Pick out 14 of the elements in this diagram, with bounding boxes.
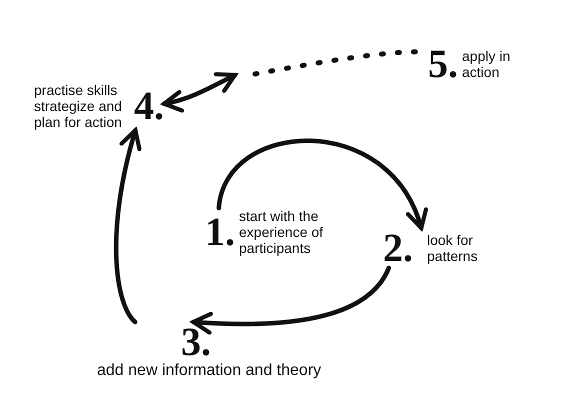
arrow — [216, 138, 426, 230]
step-description: look for patterns — [427, 232, 479, 264]
arrow — [114, 128, 142, 324]
arrow — [162, 72, 238, 112]
step-number: 3. — [181, 322, 211, 362]
step-number: 2. — [383, 228, 413, 268]
step-number: 1. — [205, 212, 235, 252]
step-description: practise skills strategize and plan for action — [34, 82, 123, 130]
step-description: apply in action — [462, 48, 512, 80]
arrow — [191, 266, 392, 334]
step-number: 5. — [428, 44, 458, 84]
step-description: add new information and theory — [97, 362, 322, 380]
step-number: 4. — [134, 86, 164, 126]
step-description: start with the experience of participants — [239, 208, 324, 256]
